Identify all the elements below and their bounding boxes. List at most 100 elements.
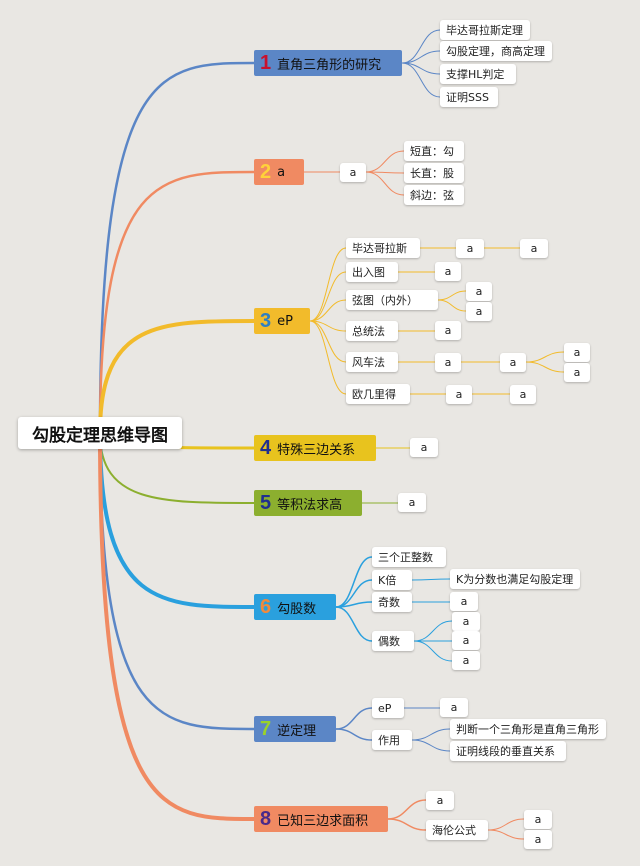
- wire-b8-1: [387, 818, 427, 831]
- b3-windmill-a4[interactable]: a: [564, 363, 590, 382]
- b3-chord-a1[interactable]: a: [466, 282, 492, 301]
- b8-child-a[interactable]: a: [426, 791, 454, 810]
- wire-b3-i: [525, 351, 565, 363]
- b7-ep-a[interactable]: a: [440, 698, 468, 717]
- b6-even-a2[interactable]: a: [452, 631, 480, 650]
- b7-judge-right-triangle[interactable]: 判断一个三角形是直角三角形: [450, 719, 606, 739]
- b3-windmill-method[interactable]: 风车法: [346, 352, 398, 372]
- b8-heron-a1[interactable]: a: [524, 810, 552, 829]
- branch-1[interactable]: 1 直角三角形的研究: [254, 50, 402, 76]
- branch-label: 特殊三边关系: [277, 442, 356, 458]
- wire-b3-2: [309, 299, 347, 322]
- b6-three-positive-integers[interactable]: 三个正整数: [372, 547, 446, 567]
- wire-b7-0: [335, 707, 373, 730]
- wire-b6-3: [335, 606, 373, 642]
- wire-b8-0: [387, 799, 427, 820]
- b3-president-method[interactable]: 总统法: [346, 321, 398, 341]
- b6-k-fraction[interactable]: K为分数也满足勾股定理: [450, 569, 580, 589]
- wire-b3-1: [309, 271, 347, 322]
- b1-pythagoras-theorem[interactable]: 毕达哥拉斯定理: [440, 20, 530, 40]
- wire-root-b6: [98, 432, 255, 609]
- branch-label: 逆定理: [277, 723, 317, 739]
- wire-b8-a: [487, 818, 525, 831]
- wire-b2-1-0: [365, 150, 405, 173]
- wire-b6-c-0: [413, 620, 453, 642]
- b2-child[interactable]: a: [340, 163, 366, 182]
- wire-root-b3: [98, 319, 255, 434]
- wire-root-b8: [98, 432, 255, 821]
- b7-ep[interactable]: eP: [372, 698, 404, 718]
- branch-number: 2: [260, 161, 272, 183]
- wire-b3-d: [437, 290, 467, 301]
- branch-label: 勾股数: [277, 601, 317, 617]
- b3-euclid-a2[interactable]: a: [510, 385, 536, 404]
- branch-number: 4: [260, 437, 272, 459]
- b3-pythagoras-a[interactable]: a: [456, 239, 484, 258]
- branch-2[interactable]: 2 a: [254, 159, 304, 185]
- wire-b7-1: [335, 728, 373, 741]
- b2-long-leg[interactable]: 长直：股: [404, 163, 464, 183]
- b5-child[interactable]: a: [398, 493, 426, 512]
- branch-4[interactable]: 4 特殊三边关系: [254, 435, 376, 461]
- b3-president-a[interactable]: a: [435, 321, 461, 340]
- branch-label: a: [277, 164, 286, 180]
- b4-child[interactable]: a: [410, 438, 438, 457]
- wire-b3-0: [309, 247, 347, 322]
- b8-heron-a2[interactable]: a: [524, 830, 552, 849]
- b7-usage[interactable]: 作用: [372, 730, 412, 750]
- branch-number: 5: [260, 492, 272, 514]
- branch-number: 3: [260, 310, 272, 332]
- wire-b6-c-2: [413, 640, 453, 662]
- branch-number: 1: [260, 52, 272, 74]
- b3-pythagoras-a2[interactable]: a: [520, 239, 548, 258]
- branch-label: 已知三边求面积: [277, 813, 369, 829]
- branch-8[interactable]: 8 已知三边求面积: [254, 806, 388, 832]
- branch-6[interactable]: 6 勾股数: [254, 594, 336, 620]
- branch-label: eP: [277, 313, 293, 329]
- branch-label: 等积法求高: [277, 497, 343, 513]
- b3-chord-a2[interactable]: a: [466, 302, 492, 321]
- b7-prove-perpendicular[interactable]: 证明线段的垂直关系: [450, 741, 566, 761]
- wire-b8-b: [487, 829, 525, 840]
- b3-windmill-a[interactable]: a: [435, 353, 461, 372]
- b1-gougu-shanggao[interactable]: 勾股定理，商高定理: [440, 41, 552, 61]
- b3-windmill-a2[interactable]: a: [500, 353, 526, 372]
- b3-windmill-a3[interactable]: a: [564, 343, 590, 362]
- b3-euclid[interactable]: 欧几里得: [346, 384, 410, 404]
- b3-chord-figure[interactable]: 弦图（内外）: [346, 290, 438, 310]
- wire-b1-0: [401, 29, 441, 64]
- b6-odd-a[interactable]: a: [450, 592, 478, 611]
- wire-b1-1: [401, 50, 441, 64]
- wire-root-b7: [98, 432, 255, 731]
- branch-3[interactable]: 3 eP: [254, 308, 310, 334]
- b2-hypotenuse[interactable]: 斜边：弦: [404, 185, 464, 205]
- b3-in-out-a[interactable]: a: [435, 262, 461, 281]
- branch-7[interactable]: 7 逆定理: [254, 716, 336, 742]
- b6-even-a3[interactable]: a: [452, 651, 480, 670]
- b1-sss-proof[interactable]: 证明SSS: [440, 87, 498, 107]
- wire-b3-j: [525, 361, 565, 373]
- wire-b1-3: [401, 62, 441, 98]
- b1-hl-support[interactable]: 支撑HL判定: [440, 64, 516, 84]
- b6-even[interactable]: 偶数: [372, 631, 414, 651]
- b8-heron-formula[interactable]: 海伦公式: [426, 820, 488, 840]
- b6-odd[interactable]: 奇数: [372, 592, 412, 612]
- b6-even-a1[interactable]: a: [452, 612, 480, 631]
- branch-label: 直角三角形的研究: [277, 57, 382, 73]
- wire-root-b1: [98, 61, 255, 434]
- b3-euclid-a[interactable]: a: [446, 385, 472, 404]
- wire-b2-1-2: [365, 171, 405, 196]
- branch-number: 7: [260, 718, 272, 740]
- branch-number: 8: [260, 808, 272, 830]
- root-node[interactable]: 勾股定理思维导图: [18, 417, 182, 449]
- branch-5[interactable]: 5 等积法求高: [254, 490, 362, 516]
- b3-in-out-figure[interactable]: 出入图: [346, 262, 398, 282]
- wire-b7-c: [411, 739, 451, 752]
- b6-k-multiple[interactable]: K倍: [372, 570, 412, 590]
- b2-short-leg[interactable]: 短直：勾: [404, 141, 464, 161]
- b3-pythagoras[interactable]: 毕达哥拉斯: [346, 238, 420, 258]
- wire-root-b5: [99, 432, 255, 504]
- wire-root-b2: [98, 170, 255, 434]
